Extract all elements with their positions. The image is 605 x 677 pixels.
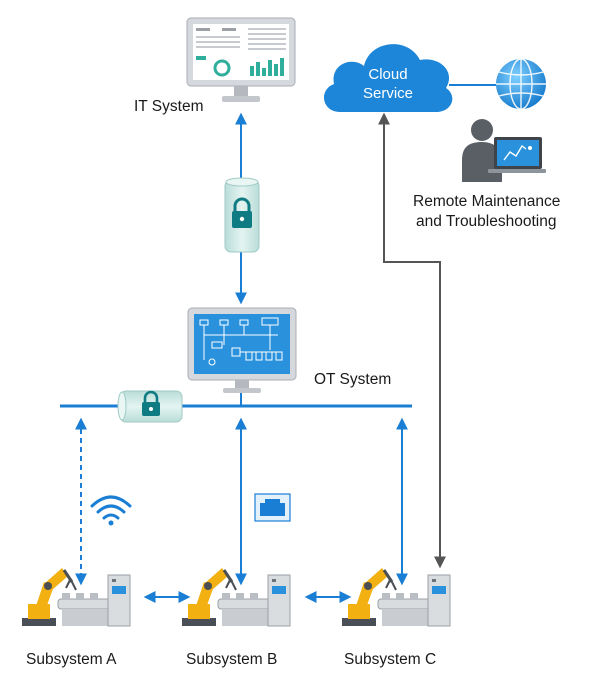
globe-icon	[496, 58, 546, 110]
robot-arm-icon	[182, 568, 237, 626]
conveyor-machine-icon	[57, 574, 131, 627]
technician-laptop-icon	[462, 119, 546, 182]
remote-label-line1: Remote Maintenance	[413, 193, 560, 210]
robot-arm-icon	[342, 568, 397, 626]
subsystem-b-label: Subsystem B	[186, 651, 277, 668]
robot-arm-icon	[22, 568, 77, 626]
subsystem-c-label: Subsystem C	[344, 651, 436, 668]
subsystem-b-equipment: Subsystem B	[182, 568, 291, 668]
lock-icon	[232, 197, 252, 228]
ethernet-port-icon	[254, 493, 291, 522]
cloud-label-line1: Cloud	[368, 66, 407, 83]
lock-icon	[142, 390, 160, 416]
cloud-icon	[323, 44, 453, 112]
monitor-process-icon	[187, 307, 297, 393]
subsystem-a-equipment: Subsystem A	[22, 568, 131, 668]
cloud-path-c	[378, 112, 446, 569]
ot-bus-firewall	[117, 390, 183, 423]
it-ot-firewall	[224, 177, 260, 253]
subsystem-c-equipment: Subsystem C	[342, 568, 451, 668]
remote-label-line2: and Troubleshooting	[416, 213, 556, 230]
cloud-label-line2: Service	[363, 85, 413, 102]
conveyor-machine-icon	[377, 574, 451, 627]
wifi-icon	[90, 495, 132, 526]
subsystem-a-label: Subsystem A	[26, 651, 117, 668]
conveyor-machine-icon	[217, 574, 291, 627]
ot-system-label: OT System	[314, 371, 391, 388]
monitor-dashboard-icon	[186, 17, 296, 102]
it-system-label: IT System	[134, 98, 203, 115]
